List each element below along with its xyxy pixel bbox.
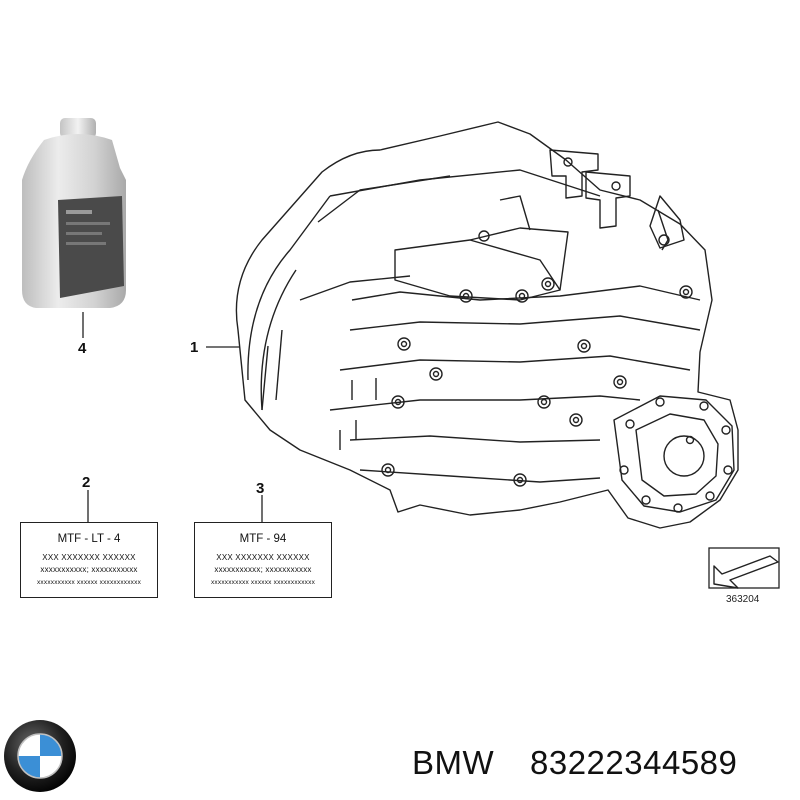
diagram-reference-number: 363204 [726,594,760,605]
callout-number-1: 1 [190,339,199,356]
oil-label-mtf-94: MTF - 94 XXX XXXXXXX XXXXXX xxxxxxxxxxx;… [194,522,332,598]
label-line-1: XXX XXXXXXX XXXXXX [216,553,310,562]
callout-number-4: 4 [78,340,87,357]
oil-label-mtf-lt-4: MTF - LT - 4 XXX XXXXXXX XXXXXX xxxxxxxx… [20,522,158,598]
label-line-3: xxxxxxxxxxx xxxxxx xxxxxxxxxxxx [210,579,316,586]
footer-part-number: 83222344589 [530,744,738,781]
footer-brand: BMW [412,744,495,781]
transmission-illustration [235,121,739,529]
label-title: MTF - 94 [239,533,287,545]
bmw-logo [4,720,76,792]
callout-number-2: 2 [82,474,91,491]
oil-bottle-illustration [22,118,126,308]
callout-number-3: 3 [256,480,265,497]
label-line-3: xxxxxxxxxxx xxxxxx xxxxxxxxxxxx [36,579,142,586]
label-line-2: xxxxxxxxxxx; xxxxxxxxxxx [214,565,312,574]
label-line-1: XXX XXXXXXX XXXXXX [42,553,136,562]
label-line-2: xxxxxxxxxxx; xxxxxxxxxxx [40,565,138,574]
orientation-symbol [708,547,780,589]
label-title: MTF - LT - 4 [57,533,121,545]
